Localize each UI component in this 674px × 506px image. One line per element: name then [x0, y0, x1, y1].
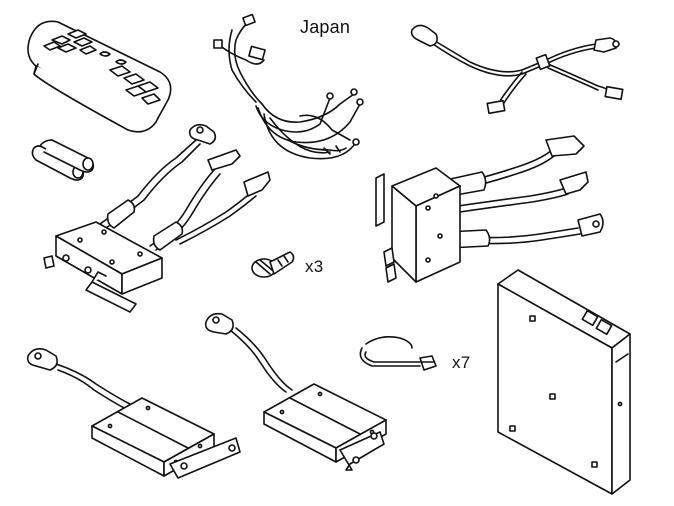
sensor-module-icon — [28, 349, 240, 478]
region-label: Japan — [300, 17, 351, 37]
remote-control-icon — [28, 21, 171, 131]
cable-tie-icon — [360, 337, 436, 370]
y-cable-icon — [412, 25, 623, 113]
cable-tie-quantity-label: x7 — [452, 353, 471, 372]
screw-quantity-label: x3 — [305, 257, 324, 276]
dual-sensor-module-icon — [44, 125, 270, 312]
enclosure-box-icon — [498, 270, 630, 494]
wiring-harness-icon — [214, 15, 363, 159]
sensor-module-icon — [206, 314, 386, 470]
screw-icon — [252, 252, 294, 277]
batteries-icon — [32, 140, 93, 180]
control-unit-icon — [376, 136, 603, 282]
